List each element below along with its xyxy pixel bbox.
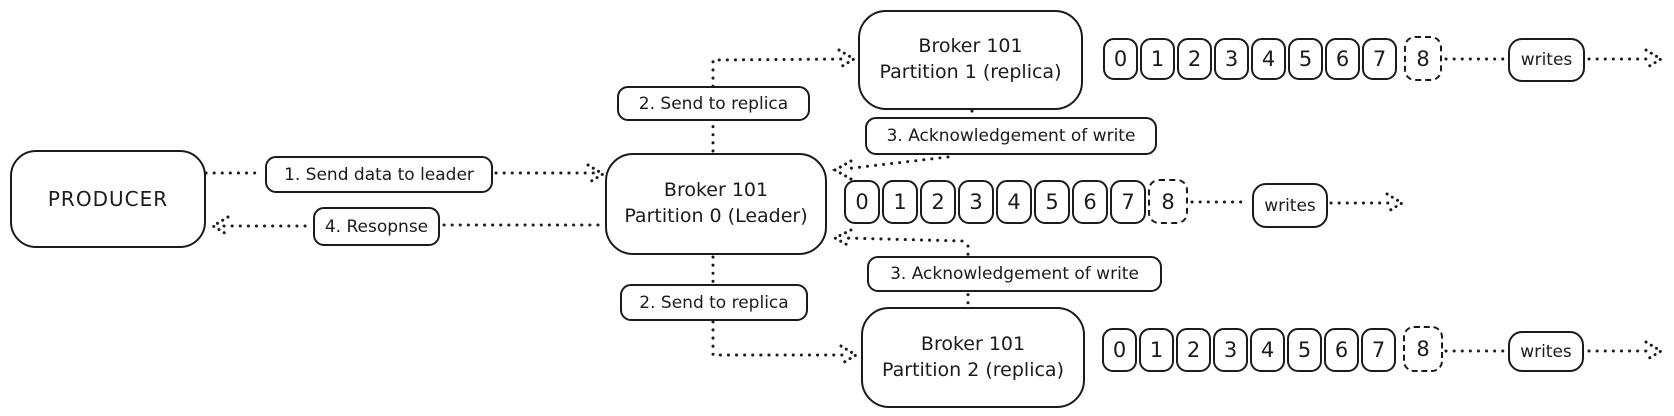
arrowhead-into-producer: [210, 215, 230, 237]
producer-label: PRODUCER: [47, 186, 169, 211]
writes-box-middle: writes: [1252, 183, 1328, 228]
log-next-cell-bottom: 8: [1403, 326, 1443, 372]
label-step3-top-text: 3. Acknowledgement of write: [886, 126, 1136, 146]
replica-top-broker-box: Broker 101 Partition 1 (replica): [858, 10, 1083, 110]
log-cell: 4: [1251, 38, 1286, 80]
log-cell: 7: [1110, 180, 1146, 224]
writes-box-top: writes: [1508, 38, 1585, 82]
log-cell: 7: [1362, 38, 1397, 80]
arrowhead-botlog-end: [1644, 340, 1664, 362]
log-cell: 5: [1034, 180, 1070, 224]
arrowhead-into-replica-bottom: [839, 344, 859, 366]
log-cell: 5: [1288, 38, 1323, 80]
log-middle-cells: 0 1 2 3 4 5 6 7: [844, 180, 1146, 224]
writes-box-bottom: writes: [1508, 331, 1584, 372]
arrowhead-into-leader-left: [586, 163, 606, 185]
log-cell: 1: [882, 180, 918, 224]
producer-box: PRODUCER: [10, 150, 206, 248]
log-cell: 0: [1102, 328, 1137, 372]
log-bottom-cells: 0 1 2 3 4 5 6 7: [1102, 328, 1396, 372]
log-cell: 2: [1177, 38, 1212, 80]
log-cell: 3: [1213, 328, 1248, 372]
log-cell: 4: [1250, 328, 1285, 372]
replica-bottom-broker-partition: Partition 2 (replica): [882, 358, 1064, 381]
label-step2-send-to-replica-top: 2. Send to replica: [617, 86, 810, 121]
leader-broker-box: Broker 101 Partition 0 (Leader): [605, 153, 827, 255]
arrowhead-into-replica-top: [837, 48, 857, 70]
log-cell: 0: [1103, 38, 1138, 80]
log-cell: 6: [1072, 180, 1108, 224]
label-step3-bottom-text: 3. Acknowledgement of write: [890, 264, 1139, 284]
arrowhead-ack-top-into-leader: [831, 159, 853, 181]
leader-broker-name: Broker 101: [663, 179, 769, 202]
log-cell: 4: [996, 180, 1032, 224]
log-next-cell-top: 8: [1404, 36, 1442, 81]
arrow-ack-top-to-leader: [842, 155, 950, 171]
label-step3-ack-top: 3. Acknowledgement of write: [865, 117, 1157, 155]
label-step1-send-data-to-leader: 1. Send data to leader: [265, 156, 493, 193]
label-step2-send-to-replica-bottom: 2. Send to replica: [620, 284, 808, 321]
log-top-cells: 0 1 2 3 4 5 6 7: [1103, 38, 1397, 80]
label-step2-top-text: 2. Send to replica: [638, 93, 789, 114]
replica-top-broker-partition: Partition 1 (replica): [879, 61, 1062, 83]
log-cell: 7: [1361, 328, 1396, 372]
log-cell: 6: [1324, 328, 1359, 372]
log-cell: 3: [958, 180, 994, 224]
log-cell: 2: [920, 180, 956, 224]
label-step3-ack-bottom: 3. Acknowledgement of write: [867, 256, 1162, 292]
log-cell: 2: [1176, 328, 1211, 372]
log-next-cell-middle: 8: [1148, 179, 1188, 224]
log-cell: 6: [1325, 38, 1360, 80]
log-cell: 0: [844, 180, 880, 224]
arrowhead-toplog-end: [1644, 48, 1664, 70]
replica-bottom-broker-box: Broker 101 Partition 2 (replica): [861, 307, 1085, 408]
replica-top-broker-name: Broker 101: [918, 35, 1023, 58]
log-cell: 1: [1139, 328, 1174, 372]
label-step2-bottom-text: 2. Send to replica: [639, 292, 789, 313]
leader-broker-partition: Partition 0 (Leader): [624, 205, 808, 227]
log-cell: 1: [1140, 38, 1175, 80]
label-step4-response: 4. Resopnse: [313, 207, 440, 246]
replica-bottom-broker-name: Broker 101: [920, 332, 1026, 355]
arrow-ack-bottom-to-leader: [844, 236, 964, 243]
log-cell: 3: [1214, 38, 1249, 80]
log-cell: 5: [1287, 328, 1322, 372]
arrowhead-midlog-end: [1385, 192, 1405, 214]
arrowhead-ack-bottom-into-leader: [831, 228, 853, 249]
label-step4-text: 4. Resopnse: [324, 216, 429, 237]
label-step1-text: 1. Send data to leader: [284, 164, 474, 185]
arrow-leader-to-replica-top: [711, 57, 844, 153]
